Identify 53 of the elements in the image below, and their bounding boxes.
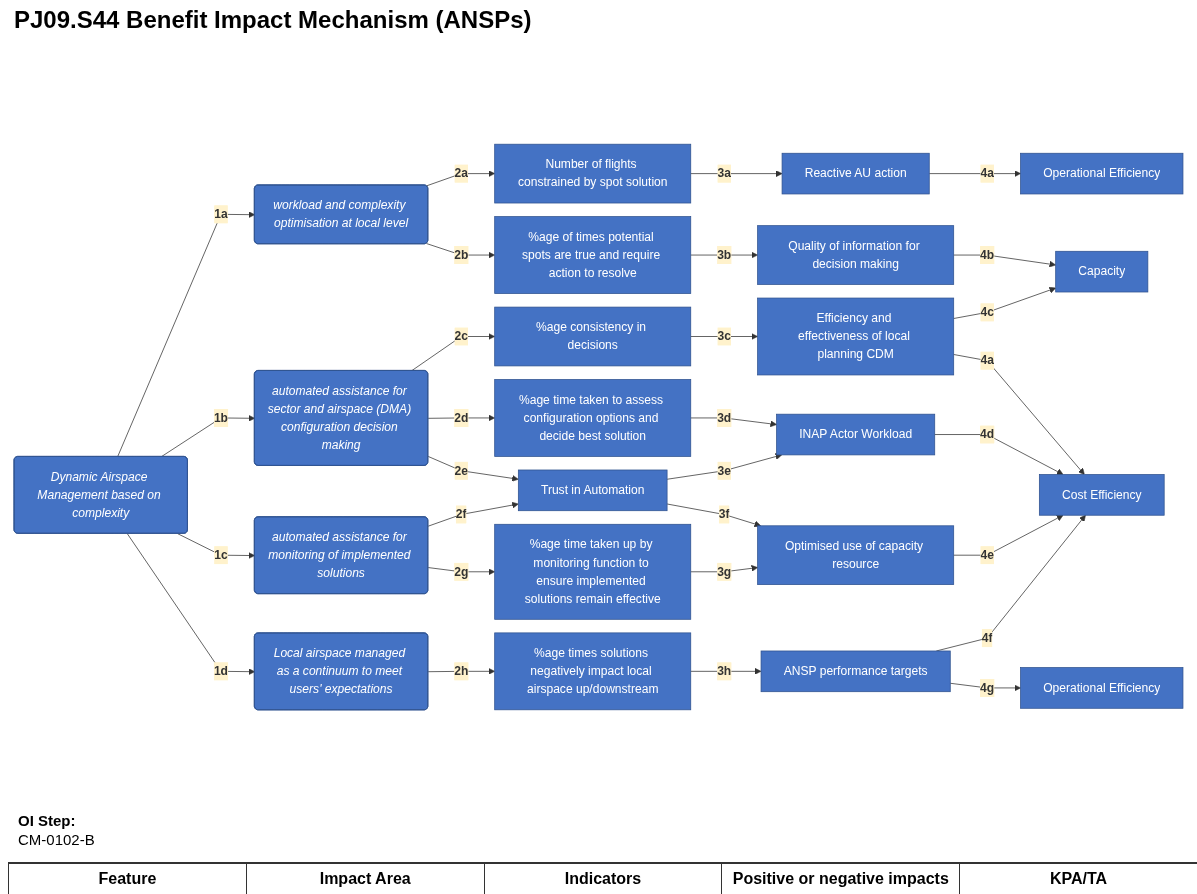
node-box: ANSP performance targets [760,650,951,693]
edge-label: 1d [213,664,228,678]
edge-label: 2c [454,329,468,343]
edge-label: 3e [717,463,731,477]
edge-label: 4d [980,427,995,441]
edge-label: 2g [454,565,469,578]
edge-label: 3f [718,507,730,521]
node-box: Number of flights constrained by spot solution [494,143,692,204]
edge-label: 3a [717,166,731,180]
edge-label: 2e [454,463,468,477]
node-box: Cost Efficiency [1038,474,1165,516]
edge-label: 4a [980,166,994,180]
edge-label: 3g [717,565,732,578]
node-box: Optimised use of capacity resource [757,525,955,585]
edge-label: 3d [717,411,732,424]
edge-label: 2b [454,248,469,262]
column-header: Feature [8,864,246,894]
diagram-title: PJ09.S44 Benefit Impact Mechanism (ANSPs) [14,6,532,34]
edge-label: 4a [980,353,994,367]
edge-label: 2f [455,507,467,521]
edge-label: 2h [454,664,469,678]
node-box: Capacity [1055,250,1149,293]
field-label: OI Step: [18,812,77,829]
edge-label: 2a [454,166,468,180]
field-value: CM-0102-B [18,831,95,848]
node-box: %age time taken up by monitoring function to ensure implemented solutions remain effective [494,523,692,620]
edge-label: 4f [981,631,993,645]
edge-label: 4g [980,681,995,694]
node-box: Trust in Automation [517,469,668,512]
edge-label: 4e [980,548,994,562]
edge-label: 1b [213,411,228,424]
node-box: %age times solutions negatively impact local airspace up/downstream [494,632,692,711]
edge-label: 4b [980,248,995,262]
node-box: %age consistency in decisions [494,306,692,367]
edge-label: 2d [454,411,469,424]
edge-label: 4c [980,305,994,319]
node-box: Quality of information for decision making [757,225,955,285]
edge-label: 3c [717,329,731,343]
edge-label: 3h [717,664,732,678]
edge-label: 3b [717,248,732,262]
edge-label: 1c [214,548,228,562]
column-header: Impact Area [245,864,484,894]
node-box: %age of times potential spots are true and require action to resolve [494,216,692,294]
node-box: Reactive AU action [781,152,930,195]
node-box: Operational Efficiency [1020,152,1184,195]
node-box: Operational Efficiency [1020,667,1184,709]
node-box: INAP Actor Workload [776,413,936,456]
edge-label: 1a [214,207,228,221]
column-header: Indicators [483,864,722,894]
node-box: %age time taken to assess configuration options and decide best solution [494,379,692,457]
node-box: Efficiency and effectiveness of local planning CDM [757,297,955,376]
column-header: Positive or negative impacts [721,864,960,894]
column-header: KPA/TA [959,864,1197,894]
